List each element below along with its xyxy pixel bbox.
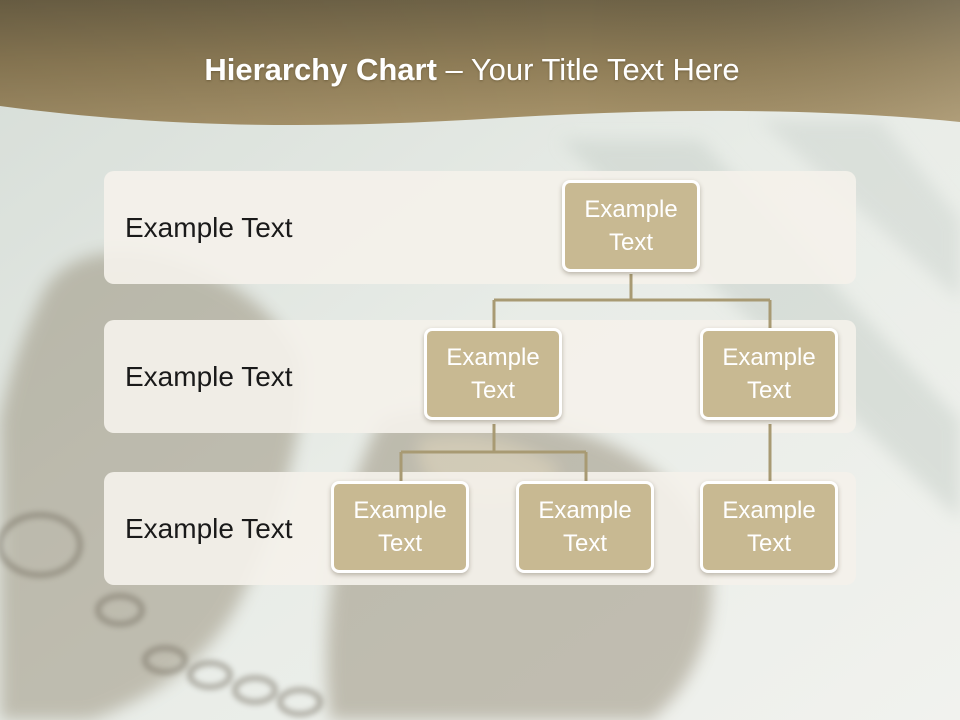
title-bold-part: Hierarchy Chart xyxy=(204,52,437,87)
level-band-1: Example Text xyxy=(104,171,856,284)
level-label-1: Example Text xyxy=(125,211,293,243)
node-level2-left: Example Text xyxy=(424,328,562,420)
level-label-3: Example Text xyxy=(125,512,293,544)
node-root: Example Text xyxy=(562,180,700,272)
node-level2-right: Example Text xyxy=(700,328,838,420)
slide-title: Hierarchy Chart – Your Title Text Here xyxy=(0,52,944,88)
node-level3-left-a: Example Text xyxy=(331,481,469,573)
level-label-2: Example Text xyxy=(125,360,293,392)
node-level3-left-b: Example Text xyxy=(516,481,654,573)
node-level3-right: Example Text xyxy=(700,481,838,573)
title-rest-part: – Your Title Text Here xyxy=(436,52,740,87)
